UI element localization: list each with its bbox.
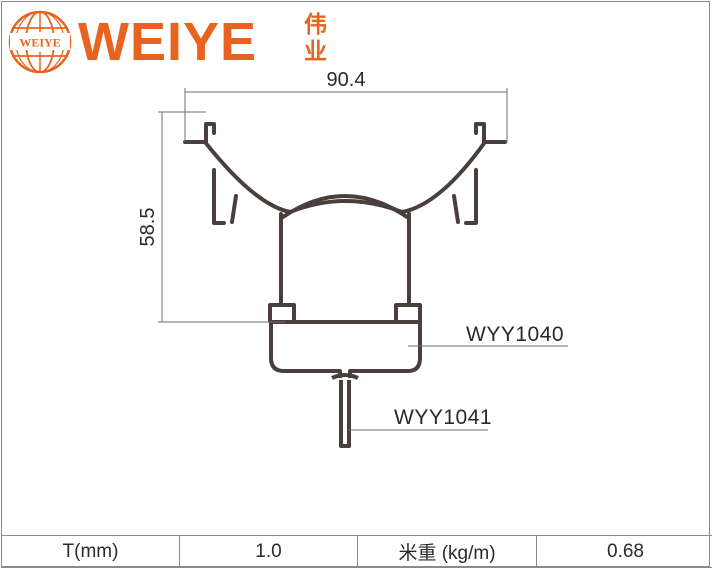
left-clip	[268, 303, 296, 323]
logo-wordmark: WEIYE	[78, 12, 258, 72]
weight-value-cell: 0.68	[536, 535, 712, 568]
logo-chinese-name: 伟业	[304, 12, 327, 65]
height-dimension-label: 58.5	[137, 208, 159, 247]
profile-code-upper: WYY1040	[466, 323, 564, 346]
left-side-leg	[212, 168, 226, 225]
left-inner-rib	[230, 194, 238, 224]
diffuser-dome	[281, 194, 409, 219]
center-stem	[339, 380, 351, 448]
table-row: T(mm) 1.0 米重 (kg/m) 0.68	[1, 535, 712, 568]
curved-reflector	[203, 140, 487, 214]
specification-table: T(mm) 1.0 米重 (kg/m) 0.68	[1, 535, 712, 568]
right-inner-rib	[452, 194, 460, 224]
dimension-lines	[158, 88, 568, 431]
globe-logo-icon: WEIYE	[8, 10, 72, 74]
thickness-value-cell: 1.0	[179, 535, 358, 568]
globe-logo-text: WEIYE	[19, 36, 60, 50]
stem-fillet	[331, 373, 359, 380]
base-channel-profile	[269, 320, 422, 448]
thickness-label-cell: T(mm)	[1, 535, 180, 568]
width-dimension-label: 90.4	[327, 69, 366, 91]
aluminum-profile-section	[183, 122, 507, 323]
base-channel	[269, 322, 422, 378]
right-side-leg	[464, 168, 478, 225]
profile-code-lower: WYY1041	[394, 406, 492, 429]
profile-section-drawing: 90.4 58.5 WYY1040 WYY1041	[137, 69, 568, 448]
right-flange-clip	[474, 122, 507, 144]
right-clip	[394, 303, 422, 323]
weight-label-cell: 米重 (kg/m)	[357, 535, 537, 568]
left-flange-clip	[183, 122, 216, 144]
